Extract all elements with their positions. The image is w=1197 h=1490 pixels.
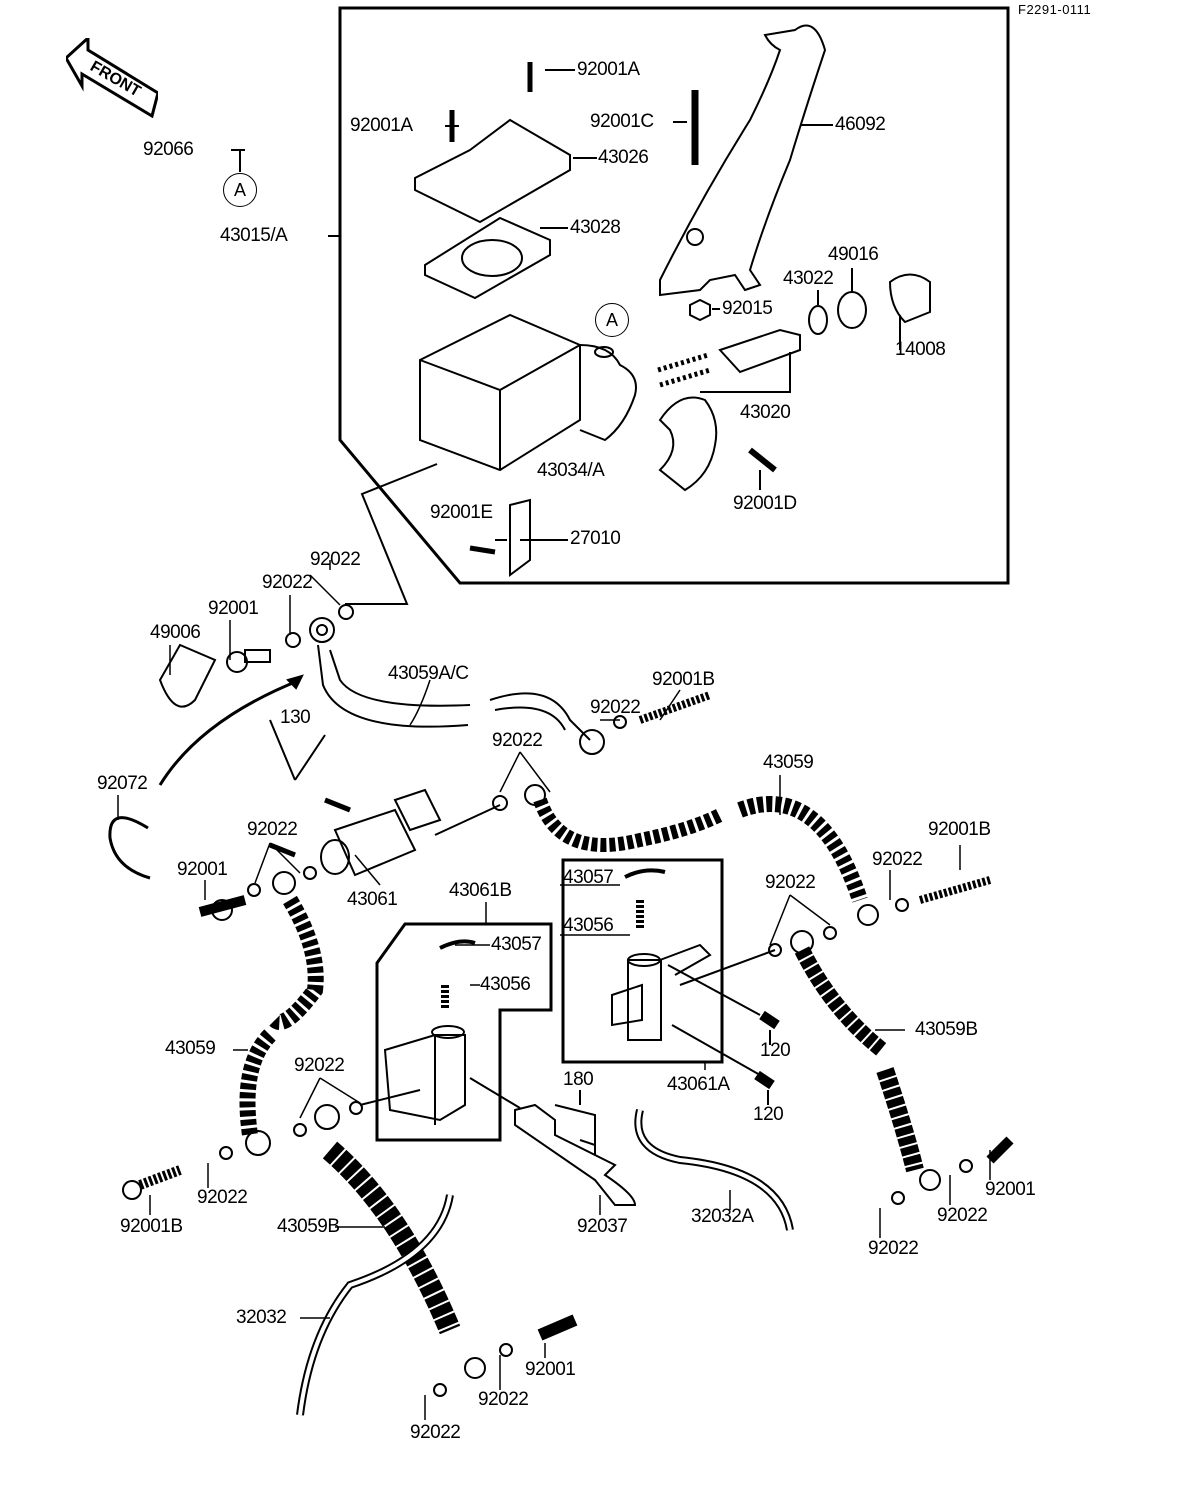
part-label[interactable]: 43061: [347, 889, 398, 910]
master-cylinder-group-box: [338, 6, 1010, 585]
part-label[interactable]: 92015: [722, 298, 773, 319]
valve-43061a-group-box: [561, 858, 724, 1064]
part-label[interactable]: 92001C: [590, 111, 654, 132]
reference-marker-a: A: [595, 303, 629, 337]
part-label[interactable]: 92066: [143, 139, 194, 160]
part-label[interactable]: 92022: [197, 1187, 248, 1208]
part-label[interactable]: 92001B: [928, 819, 991, 840]
reference-marker-a: A: [223, 173, 257, 207]
part-label[interactable]: 43015/A: [220, 225, 288, 246]
part-label[interactable]: 43059: [763, 752, 814, 773]
part-label[interactable]: 92001: [525, 1359, 576, 1380]
part-label[interactable]: 92001A: [350, 115, 413, 136]
part-label[interactable]: 43059: [165, 1038, 216, 1059]
part-label[interactable]: 92001: [985, 1179, 1036, 1200]
part-label[interactable]: 92022: [872, 849, 923, 870]
part-label[interactable]: 32032A: [691, 1206, 754, 1227]
part-label[interactable]: 92022: [590, 697, 641, 718]
part-label[interactable]: 92001E: [430, 502, 493, 523]
circlip-shape: [108, 816, 151, 880]
part-label[interactable]: 92037: [577, 1216, 628, 1237]
valve-43061a-shape: [611, 943, 712, 1041]
hose-43059ac-shape: [317, 644, 471, 728]
valve-43061b-group-box: [375, 922, 553, 1142]
part-label[interactable]: 92022: [765, 872, 816, 893]
part-label[interactable]: 32032: [236, 1307, 287, 1328]
part-label[interactable]: 43020: [740, 402, 791, 423]
part-label[interactable]: 92022: [294, 1055, 345, 1076]
reservoir-cap-shape: [414, 118, 571, 224]
part-label[interactable]: 92022: [868, 1238, 919, 1259]
clamp-shape: [658, 396, 718, 492]
part-label[interactable]: 43028: [570, 217, 621, 238]
part-label[interactable]: 92001D: [733, 493, 797, 514]
part-label[interactable]: 92022: [410, 1422, 461, 1443]
part-label[interactable]: 92022: [937, 1205, 988, 1226]
part-label[interactable]: 92001B: [120, 1216, 183, 1237]
part-label[interactable]: 14008: [895, 339, 946, 360]
part-label[interactable]: 180: [563, 1069, 594, 1090]
part-label[interactable]: 49016: [828, 244, 879, 265]
part-label[interactable]: 43022: [783, 268, 834, 289]
part-label[interactable]: 92022: [247, 819, 298, 840]
part-label[interactable]: 92072: [97, 773, 148, 794]
part-label[interactable]: 120: [753, 1104, 784, 1125]
part-label[interactable]: 92022: [492, 730, 543, 751]
front-arrow-icon: FRONT: [66, 38, 158, 118]
part-label[interactable]: 43056: [480, 974, 531, 995]
diaphragm-shape: [424, 216, 551, 300]
part-label[interactable]: 49006: [150, 622, 201, 643]
valve-43061b-shape: [383, 1034, 466, 1125]
part-label[interactable]: 92001: [208, 598, 259, 619]
diagram-code: F2291-0111: [1018, 2, 1092, 17]
part-label[interactable]: 120: [760, 1040, 791, 1061]
delay-valve-43061-shape: [333, 788, 442, 877]
master-cylinder-body-shape: [419, 313, 581, 472]
part-label[interactable]: 92022: [262, 572, 313, 593]
part-label[interactable]: 43057: [491, 934, 542, 955]
part-label[interactable]: 43061B: [449, 880, 512, 901]
part-label[interactable]: 43026: [598, 147, 649, 168]
part-label[interactable]: 43061A: [667, 1074, 730, 1095]
part-label[interactable]: 43034/A: [537, 460, 605, 481]
part-label[interactable]: 27010: [570, 528, 621, 549]
part-label[interactable]: 43059B: [915, 1019, 978, 1040]
brake-lever-shape: [659, 24, 827, 297]
part-label[interactable]: 43057: [563, 867, 614, 888]
part-label[interactable]: 92022: [478, 1389, 529, 1410]
part-label[interactable]: 92001: [177, 859, 228, 880]
part-label[interactable]: 92001A: [577, 59, 640, 80]
part-label[interactable]: 46092: [835, 114, 886, 135]
part-label[interactable]: 92001B: [652, 669, 715, 690]
part-label[interactable]: 130: [280, 707, 311, 728]
part-label[interactable]: 43059B: [277, 1216, 340, 1237]
part-label[interactable]: 43056: [563, 915, 614, 936]
part-label[interactable]: 43059A/C: [388, 663, 469, 684]
part-label[interactable]: 92022: [310, 549, 361, 570]
